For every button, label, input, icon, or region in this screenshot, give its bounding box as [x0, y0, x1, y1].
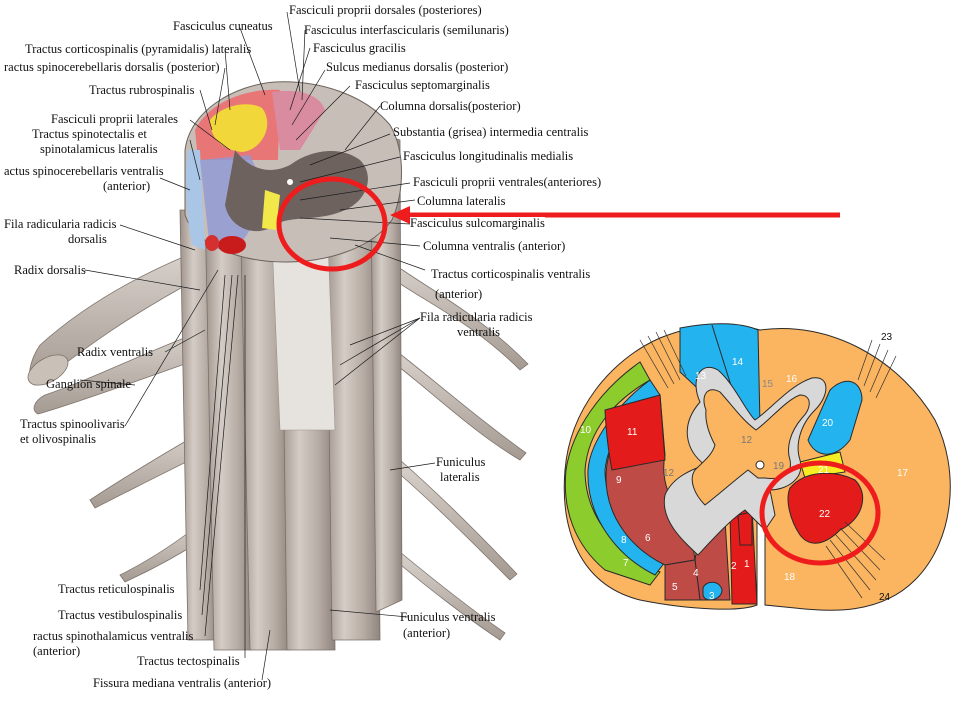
label-columna-dorsalis: Columna dorsalis(posterior)	[380, 99, 521, 113]
leader-lines	[79, 11, 436, 681]
label-tractus-spinothalamicus-ventralis-1: ractus spinothalamicus ventralis	[33, 629, 194, 643]
region-number-18: 18	[784, 572, 796, 583]
label-fissura-mediana-ventralis: Fissura mediana ventralis (anterior)	[93, 676, 272, 690]
region-number-2: 2	[731, 561, 737, 572]
label-fasciculus-longitudinalis: Fasciculus longitudinalis medialis	[403, 149, 574, 163]
label-fila-radicularia-ventralis-1: Fila radicularia radicis	[420, 310, 533, 324]
label-fila-radicularia-ventralis-2: ventralis	[457, 325, 501, 339]
region-number-13: 13	[695, 371, 707, 382]
region-number-19: 19	[773, 461, 785, 472]
region-number-11: 11	[627, 427, 638, 438]
label-tractus-reticulospinalis: Tractus reticulospinalis	[58, 582, 175, 596]
region-number-16: 16	[786, 374, 798, 385]
label-tractus-spinotectalis-1: Tractus spinotectalis et	[32, 127, 147, 141]
label-fasciculi-proprii-laterales: Fasciculi proprii laterales	[51, 112, 179, 126]
highlight-ring-right	[759, 460, 881, 566]
region-number-9: 9	[616, 475, 622, 486]
label-tractus-spinocerebellaris-ventralis-2: (anterior)	[103, 179, 151, 193]
label-fasciculi-proprii-dorsales: Fasciculi proprii dorsales (posteriores)	[289, 3, 482, 17]
label-tractus-spinothalamicus-ventralis-2: (anterior)	[33, 644, 81, 658]
label-fila-radicularia-dorsalis-2: dorsalis	[68, 232, 107, 246]
ganglion-spinale-shape	[27, 354, 69, 386]
label-funiculus-lateralis-2: lateralis	[440, 470, 480, 484]
label-tractus-spinoolivaris-1: Tractus spinoolivaris	[20, 417, 125, 431]
region-number-22: 22	[819, 509, 831, 520]
label-fasciculus-sulcomarginalis: Fasciculus sulcomarginalis	[410, 216, 545, 230]
label-funiculus-ventralis-2: (anterior)	[403, 626, 451, 640]
region-number-17: 17	[897, 468, 909, 479]
region-number-20: 20	[822, 418, 834, 429]
region-number-10: 10	[580, 425, 592, 436]
region-number-6: 6	[645, 533, 651, 544]
region-number-14: 14	[732, 357, 744, 368]
region-number-24: 24	[879, 592, 891, 603]
root-hatching	[639, 329, 897, 599]
label-fasciculus-septomarginalis: Fasciculus septomarginalis	[355, 78, 490, 92]
label-funiculus-lateralis-1: Funiculus	[436, 455, 486, 469]
label-tractus-corticospinalis-lateralis: Tractus corticospinalis (pyramidalis) la…	[25, 42, 252, 56]
label-ganglion-spinale: Ganglion spinale	[46, 377, 132, 391]
label-tractus-spinotectalis-2: spinotalamicus lateralis	[40, 142, 158, 156]
label-tractus-vestibulospinalis: Tractus vestibulospinalis	[58, 608, 183, 622]
region-number-1: 1	[744, 559, 750, 570]
label-fasciculus-interfascicularis: Fasciculus interfascicularis (semilunari…	[304, 23, 509, 37]
label-fasciculus-gracilis: Fasciculus gracilis	[313, 41, 406, 55]
region-number-23: 23	[881, 332, 893, 343]
label-fasciculi-proprii-ventrales: Fasciculi proprii ventrales(anteriores)	[413, 175, 602, 189]
label-tractus-corticospinalis-ventralis-2: (anterior)	[435, 287, 483, 301]
region-number-4: 4	[693, 568, 699, 579]
region-number-12-left: 12	[663, 468, 675, 479]
label-columna-ventralis: Columna ventralis (anterior)	[423, 239, 566, 253]
label-tractus-spinocerebellaris-ventralis-1: actus spinocerebellaris ventralis	[4, 164, 164, 178]
label-tractus-spinoolivaris-2: et olivospinalis	[20, 432, 97, 446]
label-columna-lateralis: Columna lateralis	[417, 194, 506, 208]
region-number-15: 15	[762, 379, 774, 390]
pointer-arrow	[390, 206, 840, 224]
label-tractus-rubrospinalis: Tractus rubrospinalis	[89, 83, 195, 97]
label-substantia-intermedia: Substantia (grisea) intermedia centralis	[393, 125, 589, 139]
label-tractus-corticospinalis-ventralis-1: Tractus corticospinalis ventralis	[431, 267, 591, 281]
label-radix-ventralis: Radix ventralis	[77, 345, 154, 359]
region-number-12-top: 12	[741, 435, 753, 446]
nerve-roots	[29, 249, 529, 641]
label-fila-radicularia-dorsalis-1: Fila radicularia radicis	[4, 217, 117, 231]
region-number-7: 7	[623, 558, 629, 569]
label-tractus-tectospinalis: Tractus tectospinalis	[137, 654, 240, 668]
label-tractus-spinocerebellaris-dorsalis: ractus spinocerebellaris dorsalis (poste…	[4, 60, 220, 74]
region-number-5: 5	[672, 582, 678, 593]
label-radix-dorsalis: Radix dorsalis	[14, 263, 86, 277]
cord-cross-section-top	[184, 81, 402, 263]
region-number-21: 21	[818, 465, 830, 476]
spinal-cord-3d	[27, 81, 529, 651]
label-funiculus-ventralis-1: Funiculus ventralis	[400, 610, 496, 624]
label-fasciculus-cuneatus: Fasciculus cuneatus	[173, 19, 273, 33]
region-number-8: 8	[621, 535, 627, 546]
region-number-3: 3	[709, 591, 715, 602]
highlight-ring-left	[276, 176, 388, 272]
label-sulcus-medianus-dorsalis: Sulcus medianus dorsalis (posterior)	[326, 60, 509, 74]
